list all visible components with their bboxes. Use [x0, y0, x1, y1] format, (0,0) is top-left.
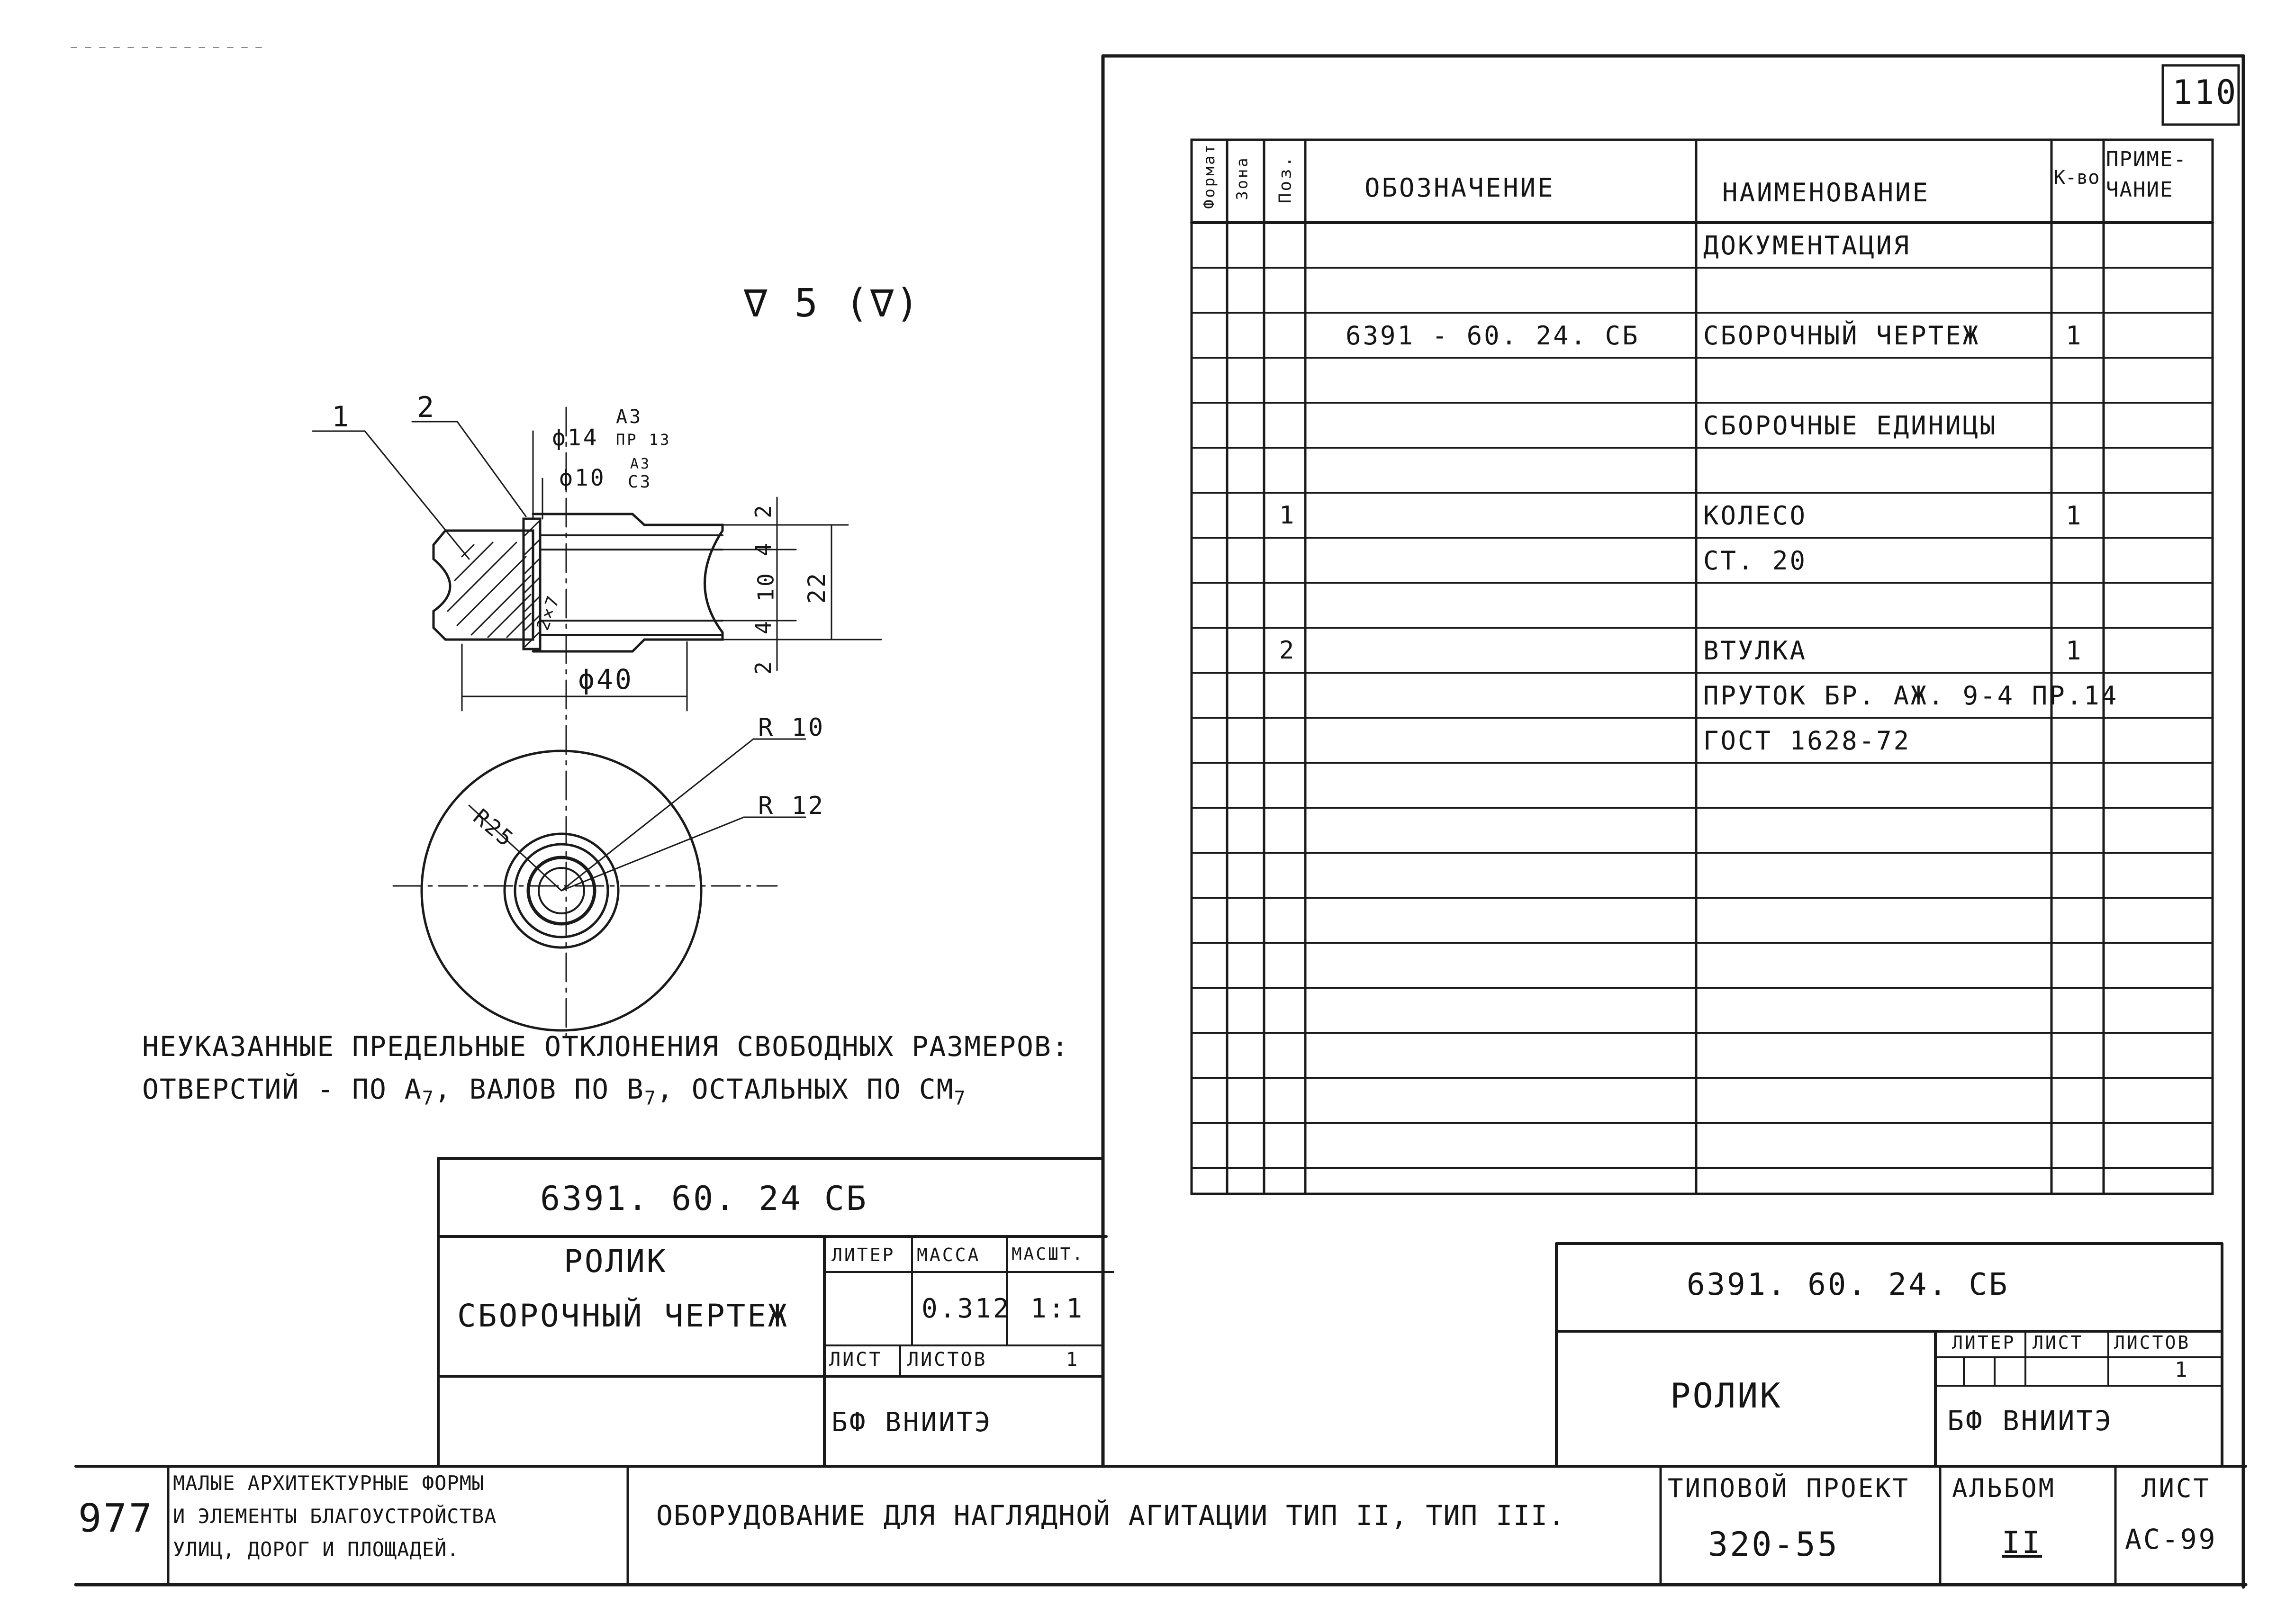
- spec-row-name: Пруток БР. АЖ. 9-4 пр.14: [1703, 681, 2119, 711]
- note-others: , остальных по CM: [656, 1073, 954, 1105]
- left-sheets-value: 1: [1066, 1349, 1080, 1371]
- dim-2-top: 2: [750, 503, 776, 518]
- dim-10: 10: [753, 571, 779, 602]
- spec-row-name: Ст. 20: [1703, 546, 1807, 576]
- left-doc-code: 6391. 60. 24 СБ: [540, 1179, 868, 1218]
- spec-row-pos: 2: [1279, 636, 1296, 665]
- page-number: 110: [2172, 73, 2238, 112]
- spec-row-qty: 1: [2066, 636, 2083, 666]
- dim-4-top: 4: [750, 541, 776, 556]
- spec-row-qty: 1: [2066, 501, 2083, 531]
- spec-row-name: Сборочные единицы: [1703, 411, 1997, 441]
- dim-4-bottom: 4: [750, 619, 776, 634]
- left-title-block-lines: [437, 1157, 1114, 1468]
- spec-table-lines: [1190, 138, 2214, 1195]
- callout-1: 1: [332, 400, 351, 433]
- dim-d14-tol-bottom: ПР 13: [616, 431, 671, 449]
- dim-22: 22: [803, 571, 831, 604]
- right-sheets-label: Листов: [2114, 1332, 2191, 1353]
- left-mass-label: Масса: [917, 1245, 981, 1265]
- dim-d14-tol-top: A3: [616, 406, 643, 428]
- album-title-line2: и элементы благоустройства: [173, 1505, 497, 1528]
- header-zone: Зона: [1233, 156, 1251, 200]
- left-liter-label: Литер: [831, 1245, 895, 1265]
- dim-r12: R 12: [758, 792, 825, 820]
- header-name: Наименование: [1722, 178, 1930, 208]
- album-page-number: 977: [78, 1496, 154, 1541]
- left-part-name: Ролик: [564, 1243, 668, 1280]
- project-value: 320-55: [1708, 1525, 1839, 1564]
- left-doc-type: Сборочный чертеж: [457, 1298, 789, 1334]
- right-doc-code: 6391. 60. 24. СБ: [1687, 1267, 2009, 1302]
- right-sheet-label: Лист: [2033, 1332, 2084, 1353]
- spec-row-name: Документация: [1703, 231, 1911, 261]
- header-note: Приме-чание: [2106, 147, 2187, 202]
- header-qty: К-во: [2054, 167, 2100, 189]
- spec-row-qty: 1: [2066, 321, 2083, 351]
- front-view: [392, 738, 806, 1032]
- dim-r10: R 10: [758, 713, 825, 742]
- spec-row-name: Колесо: [1703, 501, 1807, 531]
- album-label: Альбом: [1952, 1473, 2056, 1503]
- left-sheet-label: Лист: [829, 1349, 883, 1371]
- bottom-strip-lines: [167, 1465, 2117, 1586]
- dim-2-bottom: 2: [750, 659, 776, 675]
- dim-d40: ϕ40: [578, 663, 633, 695]
- tolerance-note-line2: отверстий - по A7, валов по B7, остальны…: [142, 1075, 967, 1108]
- left-mass-value: 0.312: [922, 1293, 1011, 1324]
- right-part-name: Ролик: [1670, 1376, 1782, 1416]
- surface-finish-mark: ∇ 5 (∇): [744, 281, 921, 326]
- note-holes-sub: 7: [422, 1087, 434, 1110]
- spec-row-name: ГОСТ 1628-72: [1703, 726, 1911, 756]
- project-label: Типовой проект: [1668, 1473, 1910, 1503]
- album-title-line1: Малые архитектурные формы: [173, 1471, 485, 1495]
- right-title-block-lines: [1555, 1242, 2223, 1468]
- right-liter-label: Литер: [1952, 1332, 2016, 1353]
- callout-2: 2: [417, 391, 436, 424]
- dim-d10-tol-bottom: C3: [628, 472, 652, 492]
- note-shafts: , валов по B: [434, 1073, 644, 1105]
- header-designation: Обозначение: [1364, 173, 1555, 203]
- dim-d10: ϕ10: [559, 465, 606, 491]
- spec-row-name: Втулка: [1703, 636, 1807, 666]
- left-scale-label: Масшт.: [1012, 1245, 1085, 1264]
- note-holes: отверстий - по A: [142, 1073, 422, 1105]
- tolerance-note-line1: Неуказанные предельные отклонения свобод…: [142, 1030, 1069, 1063]
- left-sheets-label: Листов: [907, 1349, 987, 1371]
- album-value: II: [2002, 1525, 2042, 1561]
- dim-d14: ϕ14: [552, 424, 599, 451]
- spec-row-name: Сборочный чертеж: [1703, 321, 1980, 351]
- spec-row-pos: 1: [1279, 501, 1296, 530]
- subject-title: Оборудование для наглядной агитации тип …: [656, 1499, 1566, 1532]
- section-view: [312, 406, 882, 1043]
- header-pos: Поз.: [1275, 154, 1295, 204]
- note-shafts-sub: 7: [644, 1087, 657, 1110]
- right-org: БФ ВНИИТЭ: [1947, 1405, 2114, 1437]
- left-scale-value: 1:1: [1030, 1293, 1084, 1324]
- sheet-value: АС-99: [2125, 1523, 2217, 1555]
- dim-d10-tol-top: A3: [630, 456, 651, 472]
- right-sheets-value: 1: [2175, 1358, 2189, 1382]
- sheet-label: Лист: [2141, 1473, 2211, 1503]
- album-title-line3: улиц, дорог и площадей.: [173, 1538, 460, 1561]
- left-org: БФ ВНИИТЭ: [831, 1407, 993, 1438]
- spec-row-designation: 6391 - 60. 24. СБ: [1346, 321, 1640, 351]
- note-others-sub: 7: [954, 1087, 967, 1110]
- header-format: Формат: [1200, 143, 1218, 209]
